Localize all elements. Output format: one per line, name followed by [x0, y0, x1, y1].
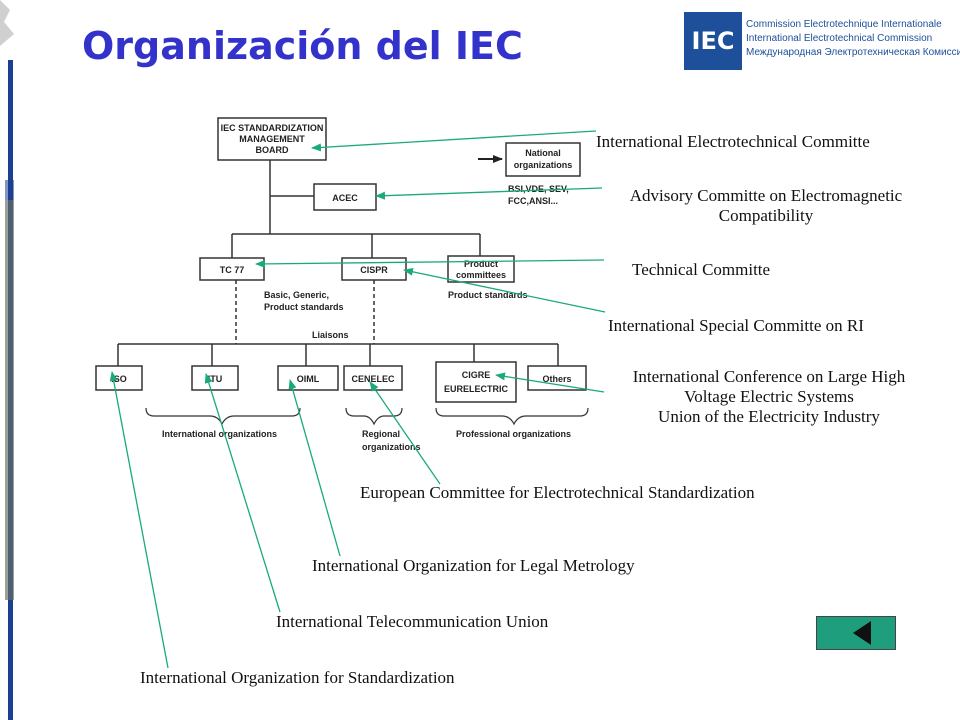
annotation-acec-line-1: Advisory Committe on Electromagnetic: [629, 186, 903, 205]
iec-logo-text: Commission Electrotechnique Internationa…: [746, 18, 960, 60]
cigre-line-1: CIGRE: [462, 370, 491, 380]
professional-orgs-label: Professional organizations: [456, 429, 571, 439]
svg-text:ISO: ISO: [111, 374, 127, 384]
annotation-iso: International Organization for Standardi…: [140, 668, 455, 687]
basic-label-2: Product standards: [264, 302, 344, 312]
box-smb: IEC STANDARDIZATION MANAGEMENT BOARD: [217, 117, 327, 161]
arrow-iso: [109, 371, 169, 669]
annotation-cispr: International Special Committe on RI: [608, 316, 864, 335]
annotation-itu: International Telecommunication Union: [276, 612, 549, 631]
arrow-oiml: [288, 379, 341, 557]
regional-orgs-label-2: organizations: [362, 442, 421, 452]
svg-text:CENELEC: CENELEC: [351, 374, 395, 384]
iec-logo-mark: IEC: [684, 12, 742, 70]
box-iso: ISO: [95, 365, 143, 391]
product-line-2: committees: [456, 270, 506, 280]
liaisons-label: Liaisons: [312, 330, 349, 340]
arrow-itu: [204, 373, 281, 613]
cigre-line-2: EURELECTRIC: [444, 384, 509, 394]
international-orgs-label: International organizations: [162, 429, 277, 439]
annotation-acec-line-2: Compatibility: [718, 206, 814, 225]
product-standards-label: Product standards: [448, 290, 528, 300]
annotation-cigre-line-3: Union of the Electricity Industry: [658, 407, 880, 426]
back-nav-button[interactable]: [816, 616, 896, 650]
box-cigre: CIGRE EURELECTRIC: [435, 361, 517, 403]
arrow-cigre: [495, 372, 605, 393]
org-connectors: [117, 160, 559, 366]
annotation-oiml: International Organization for Legal Met…: [312, 556, 635, 575]
bsi-label-2: FCC,ANSI...: [508, 196, 558, 206]
annotation-tc: Technical Committe: [632, 260, 771, 279]
box-tc77: TC 77: [199, 257, 265, 281]
box-itu: ITU: [191, 365, 239, 391]
box-acec: ACEC: [313, 183, 377, 211]
bsi-label-1: BSI,VDE, SEV,: [508, 184, 569, 194]
svg-text:CISPR: CISPR: [360, 265, 388, 275]
box-cispr: CISPR: [341, 257, 407, 281]
product-line-1: Product: [464, 259, 498, 269]
annotation-cigre-line-1: International Conference on Large High: [632, 367, 906, 386]
annotation-iec: International Electrotechnical Committe: [596, 132, 870, 151]
national-line-1: National: [525, 148, 561, 158]
left-decorative-stripe: [0, 0, 18, 720]
page-title: Organización del IEC: [82, 24, 523, 68]
smb-line-3: BOARD: [256, 145, 289, 155]
regional-orgs-label-1: Regional: [362, 429, 400, 439]
smb-line-2: MANAGEMENT: [239, 134, 305, 144]
arrow-acec: [375, 187, 603, 200]
logo-line-3: Международная Электротехническая Комисси…: [746, 47, 960, 58]
svg-text:OIML: OIML: [297, 374, 320, 384]
logo-line-1: Commission Electrotechnique Internationa…: [746, 19, 942, 30]
svg-text:ACEC: ACEC: [332, 193, 358, 203]
box-national: National organizations: [505, 142, 581, 177]
annotation-acec: Advisory Committe on Electromagnetic Com…: [594, 186, 938, 226]
arrow-iec: [311, 130, 597, 152]
back-triangle-icon: [853, 621, 871, 645]
annotation-cigre-line-2: Voltage Electric Systems: [684, 387, 854, 406]
box-others: Others: [527, 365, 587, 391]
annotation-cenelec: European Committee for Electrotechnical …: [360, 483, 755, 502]
national-line-2: organizations: [514, 160, 573, 170]
basic-label-1: Basic, Generic,: [264, 290, 329, 300]
arrow-tc: [255, 259, 605, 268]
box-oiml: OIML: [277, 365, 339, 391]
grouping-braces: [145, 407, 589, 426]
logo-line-2: International Electrotechnical Commissio…: [746, 33, 933, 44]
arrow-cispr: [403, 267, 606, 313]
box-product-committees: Product committees: [447, 255, 515, 283]
annotation-cigre: International Conference on Large High V…: [594, 367, 944, 427]
annotation-arrows: [109, 130, 606, 669]
svg-text:ITU: ITU: [208, 374, 223, 384]
svg-text:Others: Others: [542, 374, 571, 384]
arrow-cenelec: [369, 381, 441, 485]
svg-text:TC 77: TC 77: [220, 265, 245, 275]
iec-logo: IEC Commission Electrotechnique Internat…: [684, 12, 960, 70]
smb-line-1: IEC STANDARDIZATION: [221, 123, 324, 133]
